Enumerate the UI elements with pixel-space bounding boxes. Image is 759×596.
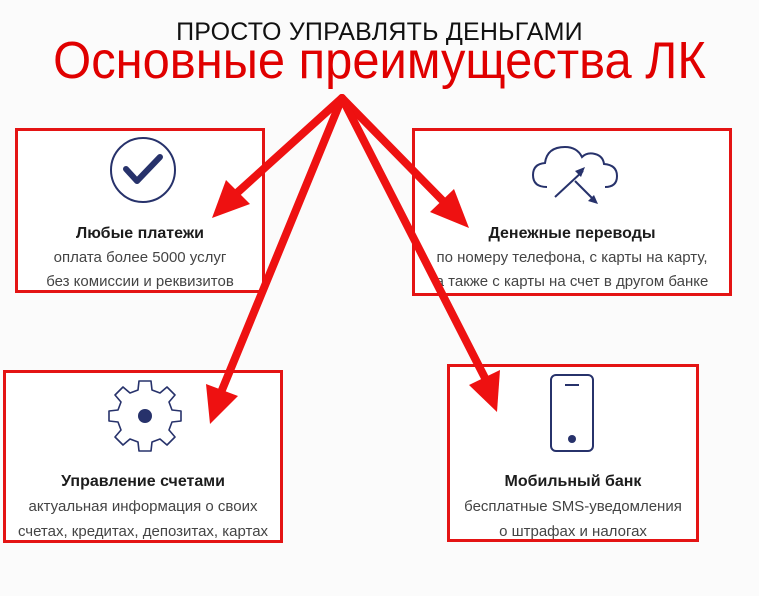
checkmark-circle-icon [110, 137, 176, 203]
card-accounts: Управление счетами актуальная информация… [3, 370, 283, 543]
card-line: без комиссии и реквизитов [46, 273, 234, 290]
card-line: актуальная информация о своих [28, 498, 258, 515]
card-title: Любые платежи [76, 225, 204, 242]
mobile-phone-icon [550, 374, 594, 452]
card-title: Мобильный банк [504, 473, 642, 490]
card-line: а также с карты на счет в другом банке [435, 273, 709, 290]
cloud-transfer-icon [531, 145, 619, 204]
card-transfers: Денежные переводы по номеру телефона, с … [412, 128, 732, 296]
card-line: по номеру телефона, с карты на карту, [436, 249, 708, 266]
card-line: о штрафах и налогах [499, 523, 647, 540]
gear-icon [108, 380, 182, 452]
card-title: Денежные переводы [488, 225, 656, 242]
card-line: оплата более 5000 услуг [53, 249, 227, 266]
subtitle: ПРОСТО УПРАВЛЯТЬ ДЕНЬГАМИ [176, 18, 583, 46]
card-line: счетах, кредитах, депозитах, картах [17, 523, 269, 540]
page-title: Основные преимущества ЛК [53, 32, 706, 90]
card-title: Управление счетами [61, 473, 225, 490]
card-line: бесплатные SMS-уведомления [464, 498, 682, 515]
